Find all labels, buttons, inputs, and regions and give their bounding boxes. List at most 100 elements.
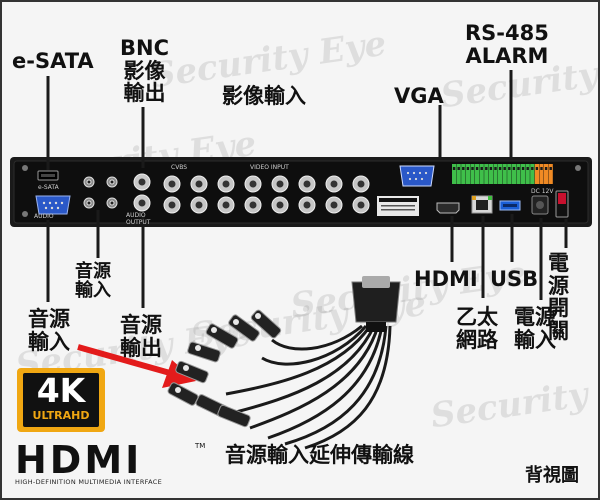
label-rs485-alarm: RS-485 ALARM xyxy=(465,21,549,68)
terminal-screw xyxy=(521,167,525,170)
label-cable-caption: 音源輸入延伸傳輸線 xyxy=(225,443,414,467)
bnc-input-jack xyxy=(325,196,343,214)
terminal-screw xyxy=(526,167,529,170)
bnc-input-jack xyxy=(244,196,262,214)
label-rear-view: 背視圖 xyxy=(525,465,579,486)
badge-ultrahd-text: ULTRAHD xyxy=(32,409,90,422)
terminal-screw xyxy=(544,167,548,170)
label-power-switch: 電 源 開 關 xyxy=(548,251,569,344)
terminal-screw xyxy=(512,167,516,170)
bnc-input-jack xyxy=(271,196,289,214)
label-video-input: 影像輸入 xyxy=(222,84,306,108)
terminal-screw xyxy=(457,167,460,170)
power-switch xyxy=(555,190,569,218)
terminal-screw xyxy=(549,167,552,170)
terminal-screw xyxy=(494,167,497,170)
terminal-screw xyxy=(480,167,483,170)
label-power-input: 電源 輸入 xyxy=(514,305,556,352)
panel-audio-text: AUDIO xyxy=(34,213,54,220)
terminal-pin xyxy=(516,164,521,184)
terminal-screw xyxy=(503,167,506,170)
label-esata: e-SATA xyxy=(12,49,94,73)
esata-port xyxy=(37,170,59,181)
leader-lines xyxy=(46,70,568,308)
terminal-screw xyxy=(466,167,470,170)
terminal-screw xyxy=(531,167,534,170)
bnc-input-jack xyxy=(271,175,289,193)
label-audio-output: 音源 輸出 xyxy=(120,313,162,360)
terminal-pin xyxy=(507,164,512,184)
label-usb: USB xyxy=(490,267,539,291)
label-ethernet: 乙太 網路 xyxy=(456,305,498,352)
terminal-screw xyxy=(535,167,539,170)
terminal-pin xyxy=(544,164,549,184)
terminal-screw xyxy=(462,167,465,170)
bnc-input-jack xyxy=(244,175,262,193)
bnc-video-inputs xyxy=(163,175,370,214)
terminal-screw xyxy=(452,167,456,170)
bnc-input-jack xyxy=(163,175,181,193)
bnc-input-jack xyxy=(190,196,208,214)
terminal-screw xyxy=(540,167,543,170)
bnc-input-jack xyxy=(298,175,316,193)
terminal-pin xyxy=(479,164,484,184)
terminal-pin xyxy=(525,164,530,184)
terminal-pin xyxy=(521,164,526,184)
badge-4k-text: 4K xyxy=(36,371,86,410)
terminal-pin xyxy=(465,164,470,184)
hdmi-logo-tm: TM xyxy=(195,442,206,450)
terminal-screw xyxy=(475,167,479,170)
terminal-screw xyxy=(485,167,488,170)
ethernet-port xyxy=(471,195,493,214)
terminal-pin xyxy=(484,164,489,184)
caution-label xyxy=(377,196,419,216)
label-bnc-output: BNC 影像 輸出 xyxy=(120,36,169,106)
terminal-screw xyxy=(489,167,493,170)
terminal-pin xyxy=(452,164,457,184)
hdmi-logo-tagline: HIGH-DEFINITION MULTIMEDIA INTERFACE xyxy=(15,478,162,486)
terminal-screw xyxy=(498,167,502,170)
4k-ultrahd-badge: 4K ULTRAHD xyxy=(17,368,105,432)
bnc-input-jack xyxy=(298,196,316,214)
panel-dc-in-text: DC 12V xyxy=(531,188,554,195)
bnc-input-jack xyxy=(163,196,181,214)
terminal-pin xyxy=(488,164,493,184)
terminal-pin xyxy=(539,164,544,184)
label-audio-input-upper: 音源 輸入 xyxy=(75,261,111,302)
panel-audio-output-text: AUDIO OUTPUT xyxy=(126,212,151,226)
audio-output-jack xyxy=(133,194,151,212)
panel-video-input-text: VIDEO INPUT xyxy=(250,164,289,171)
alarm-terminal-block xyxy=(452,164,553,184)
terminal-pin xyxy=(470,164,475,184)
bnc-output-jack xyxy=(133,173,151,191)
terminal-pin xyxy=(530,164,535,184)
rca-audio-jacks xyxy=(83,176,118,209)
vga-port xyxy=(399,165,435,187)
audio-db-connector xyxy=(35,195,71,215)
terminal-screw xyxy=(471,167,474,170)
panel-cvbs-text: CVBS xyxy=(171,164,188,171)
terminal-pin xyxy=(511,164,516,184)
terminal-screw xyxy=(517,167,520,170)
terminal-pin xyxy=(498,164,503,184)
dc-power-jack xyxy=(531,195,549,215)
panel-esata-text: e-SATA xyxy=(38,184,59,191)
bnc-input-jack xyxy=(190,175,208,193)
label-hdmi: HDMI xyxy=(414,267,478,291)
bnc-input-jack xyxy=(325,175,343,193)
terminal-pin xyxy=(548,164,553,184)
terminal-pin xyxy=(461,164,466,184)
terminal-pin xyxy=(493,164,498,184)
label-audio-input-lower: 音源 輸入 xyxy=(28,307,70,354)
hdmi-logo-word: HDMI xyxy=(15,438,143,482)
arrow-icon xyxy=(77,344,196,388)
terminal-pin xyxy=(456,164,461,184)
bnc-input-jack xyxy=(217,196,235,214)
usb-port xyxy=(499,200,521,211)
terminal-pin xyxy=(534,164,539,184)
bnc-input-jack xyxy=(352,196,370,214)
hdmi-logo: HDMI TM HIGH-DEFINITION MULTIMEDIA INTER… xyxy=(15,438,206,486)
